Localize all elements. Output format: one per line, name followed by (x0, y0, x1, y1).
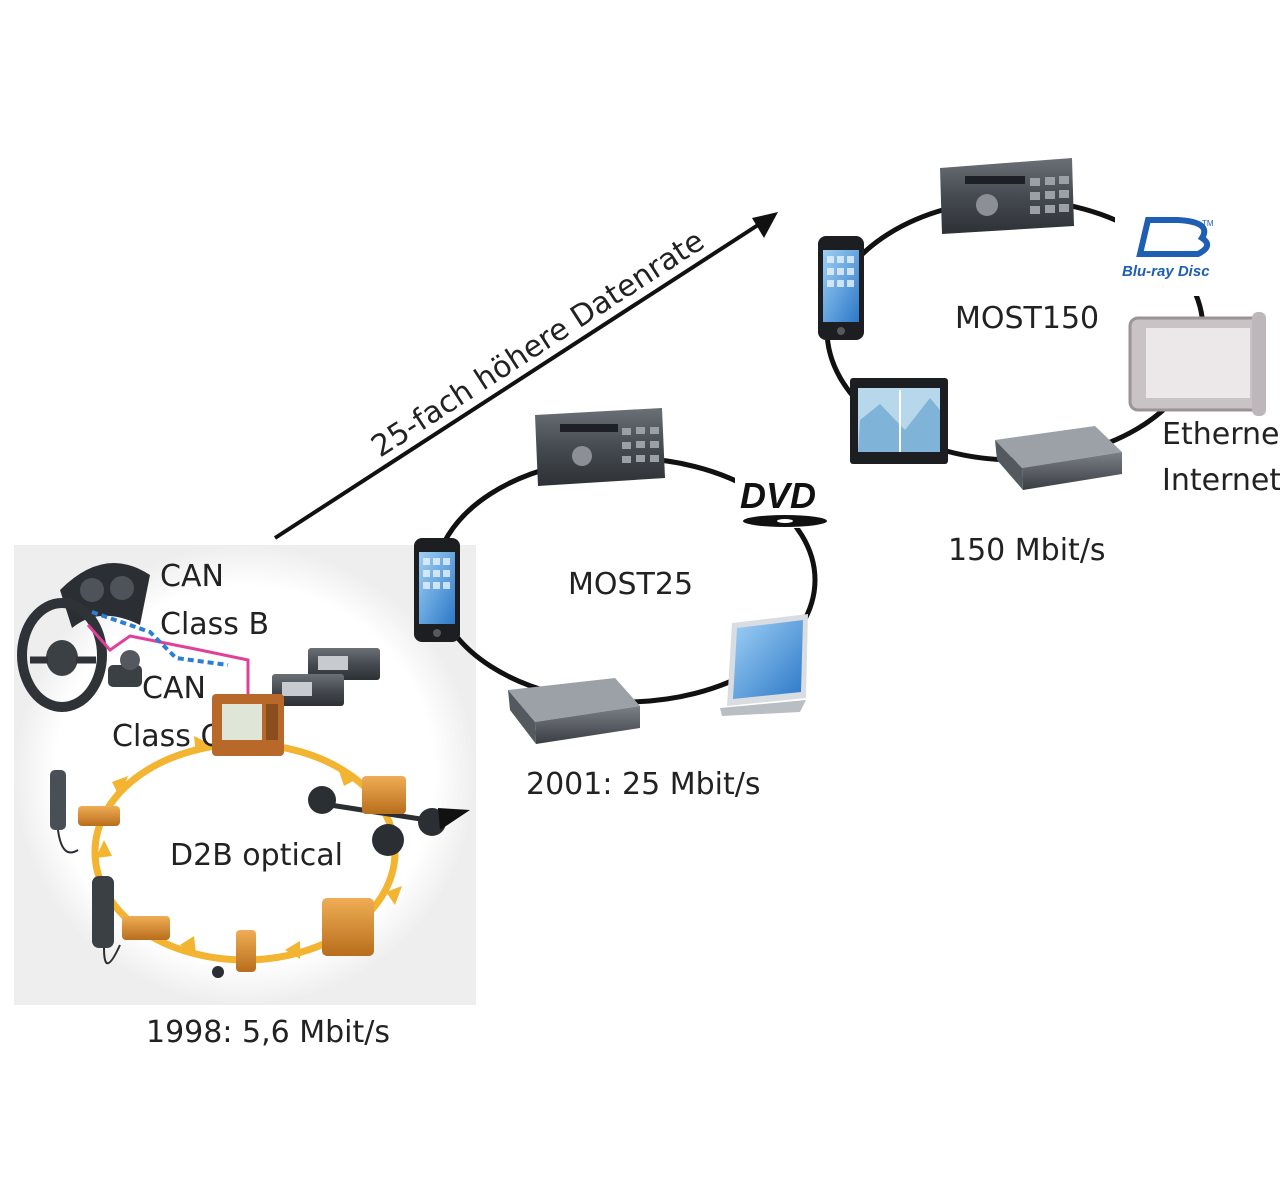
d2b-ring-label: D2B optical (170, 838, 343, 873)
dvd-logo: DVD (735, 470, 835, 528)
most150-ring-label: MOST150 (955, 301, 1099, 336)
most25-network: DVD MOST25 2001: 25 (414, 408, 835, 802)
control-unit-icon (122, 916, 170, 940)
can-class-c-label-2: Class C (112, 719, 221, 754)
smartphone-icon (414, 538, 460, 642)
internet-label: Internet (1162, 463, 1280, 498)
radio-unit-icon (272, 648, 380, 706)
control-unit-icon (78, 806, 120, 826)
ring-arrow (194, 736, 210, 754)
speaker-icon (308, 786, 470, 856)
amplifier-box-icon (995, 426, 1122, 490)
blu-ray-logo: TM Blu-ray Disc (1115, 208, 1225, 296)
dvd-logo-text: DVD (740, 475, 816, 516)
can-class-b-label-2: Class B (160, 607, 269, 642)
control-unit-icon (362, 776, 406, 814)
ethernet-adapter-icon (1128, 312, 1266, 416)
smartphone-icon (818, 236, 864, 340)
d2b-network: CAN Class B CAN Class C (14, 545, 476, 1050)
most150-rate-label: 150 Mbit/s (948, 533, 1106, 568)
head-unit-icon (535, 408, 665, 486)
can-class-b-line (86, 624, 250, 696)
ring-arrow (285, 941, 300, 959)
trend-arrow: 25-fach höhere Datenrate (273, 212, 778, 540)
blu-ray-tm: TM (1202, 219, 1214, 228)
ring-arrow (386, 886, 402, 905)
d2b-rate-label: 1998: 5,6 Mbit/s (146, 1015, 390, 1050)
control-unit-icon (212, 930, 256, 978)
ring-arrow (180, 936, 196, 954)
ring-arrow (112, 776, 128, 798)
most25-ring-label: MOST25 (568, 567, 693, 602)
head-unit-icon (940, 158, 1074, 234)
ring-arrow (338, 768, 355, 786)
blu-ray-text: Blu-ray Disc (1122, 263, 1210, 280)
d2b-ring-arrows (96, 736, 402, 959)
most150-network: TM Blu-ray Disc (818, 158, 1280, 568)
ring-arrow (96, 840, 112, 858)
display-unit-icon (212, 694, 284, 756)
amplifier-box-icon (508, 678, 640, 744)
ethernet-label: Ethernet (1162, 417, 1280, 452)
can-class-c-label-1: CAN (142, 671, 206, 706)
trend-arrow-line (273, 223, 760, 540)
laptop-icon (720, 614, 808, 716)
control-unit-icon (322, 898, 374, 956)
camera-icon (108, 650, 142, 687)
trend-arrow-head (752, 212, 778, 238)
can-class-b-label-1: CAN (160, 559, 224, 594)
most25-rate-label: 2001: 25 Mbit/s (526, 767, 760, 802)
mobile-phone-icon (50, 770, 79, 854)
steering-wheel-icon (17, 598, 107, 712)
navigation-display-icon (850, 378, 948, 464)
can-class-c-line (91, 610, 229, 667)
mobile-phone-icon (92, 876, 121, 965)
